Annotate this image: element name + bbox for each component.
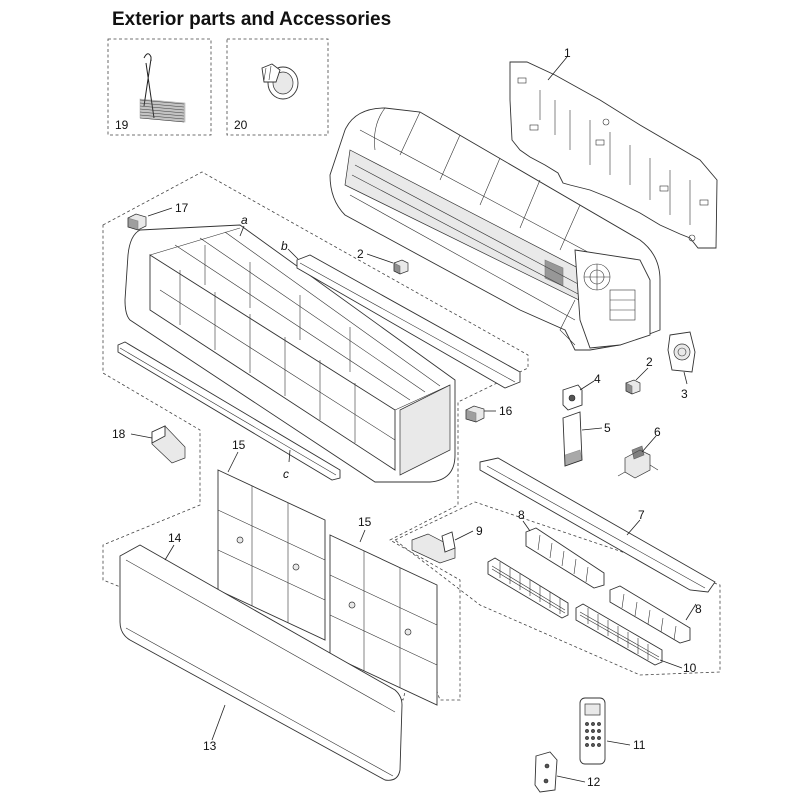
- callout-1: 1: [564, 46, 571, 60]
- callout-14: 14: [168, 531, 182, 545]
- callout-5: 5: [604, 421, 611, 435]
- assembly-outline-grille: [394, 501, 721, 676]
- assembly-outline-front: [102, 171, 529, 701]
- callout-13: 13: [203, 739, 217, 753]
- part-16-hinge-clip: [465, 405, 485, 423]
- part-15-air-filter-right: [329, 534, 438, 706]
- part-8-vertical-louver-upper: [525, 527, 605, 589]
- callout-15-left: 15: [232, 438, 246, 452]
- part-2-small-clip-lower: [625, 379, 641, 395]
- part-c-bottom-strip: [117, 341, 341, 481]
- callout-16: 16: [499, 404, 513, 418]
- callout-4: 4: [594, 372, 601, 386]
- part-11-remote-control: [579, 697, 606, 765]
- callout-2-lower: 2: [646, 355, 653, 369]
- part-6-motor: [617, 445, 659, 479]
- callout-15-right: 15: [358, 515, 372, 529]
- part-10-grille-left: [487, 557, 569, 619]
- part-12-remote-holder: [534, 751, 558, 793]
- part-b-flap-strip: [296, 254, 521, 389]
- label-a: a: [241, 213, 248, 227]
- part-7-horizontal-louver: [479, 457, 716, 593]
- part-14-front-panel: [119, 544, 403, 781]
- part-18-bracket: [151, 425, 186, 464]
- callout-10: 10: [683, 661, 697, 675]
- part-19-spring-drawing: [139, 53, 186, 123]
- callout-20: 20: [234, 118, 248, 132]
- part-20-cap-drawing: [261, 63, 299, 100]
- callout-2-upper: 2: [357, 247, 364, 261]
- part-a-front-frame: [124, 224, 456, 483]
- label-c: c: [283, 467, 289, 481]
- callout-18: 18: [112, 427, 126, 441]
- part-1-mounting-plate: [509, 61, 718, 249]
- callout-17: 17: [175, 201, 189, 215]
- part-2-small-clip-upper: [393, 259, 409, 275]
- part-3-side-cover: [667, 331, 696, 373]
- callout-7: 7: [638, 508, 645, 522]
- callout-8-upper: 8: [518, 508, 525, 522]
- callout-8-lower: 8: [695, 602, 702, 616]
- part-10-grille-right: [575, 603, 663, 666]
- part-15-air-filter-left: [217, 469, 326, 641]
- part-4-display-holder: [562, 384, 583, 411]
- callout-6: 6: [654, 425, 661, 439]
- part-17-hinge-clip: [127, 213, 147, 231]
- part-5-control-cover: [562, 411, 583, 467]
- callout-3: 3: [681, 387, 688, 401]
- callout-9: 9: [476, 524, 483, 538]
- callout-19: 19: [115, 118, 129, 132]
- part-9-bracket: [411, 531, 456, 564]
- part-8-vertical-louver-lower: [609, 585, 691, 644]
- accessory-box-19: 19: [107, 38, 212, 136]
- callout-12: 12: [587, 775, 601, 789]
- callout-11: 11: [633, 738, 646, 752]
- diagram-title: Exterior parts and Accessories: [112, 9, 391, 30]
- accessory-box-20: 20: [226, 38, 329, 136]
- part-chassis-main-unit: [329, 107, 661, 351]
- label-b: b: [281, 239, 288, 253]
